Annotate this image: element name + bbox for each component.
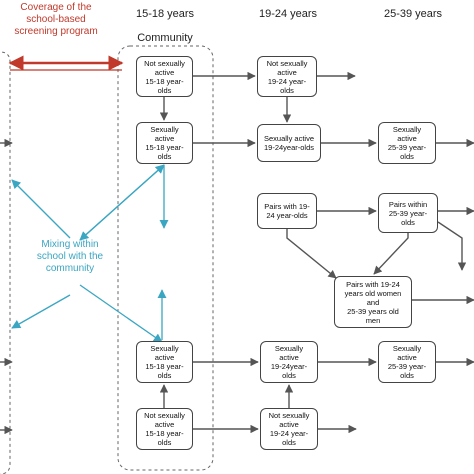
mixing-arrow-lower-left	[11, 294, 71, 329]
school-frame-dashed	[0, 51, 11, 474]
mixing-label-line2: school with the	[36, 251, 104, 262]
node-pairs-19-24: Pairs with 19-24 year-olds	[257, 193, 317, 229]
mixing-arrow-upper-left	[11, 179, 71, 239]
coverage-label-line3: screening program	[14, 26, 98, 37]
mixing-arrow-lower-right	[79, 284, 163, 343]
coverage-label-line1: Coverage of the	[20, 2, 92, 13]
mixing-label-line3: community	[45, 263, 95, 274]
arrow-p25-pmix	[373, 233, 409, 275]
community-label: Community	[137, 32, 193, 44]
coverage-label-line2: school-based	[26, 14, 86, 25]
mixing-arrow-upper-right-return	[79, 164, 165, 241]
arrow-p25-side	[437, 221, 467, 271]
coverage-label: Coverage of the school-based screening p…	[0, 2, 112, 38]
age-header-19-24: 19-24 years	[258, 8, 318, 20]
arrow-p19-pmix	[286, 229, 337, 279]
community-frame-dashed	[117, 45, 214, 471]
age-header-15-18: 15-18 years	[135, 8, 195, 20]
age-header-25-39: 25-39 years	[383, 8, 443, 20]
mixing-label-line1: Mixing within	[41, 239, 99, 250]
mixing-label: Mixing within school with the community	[15, 239, 125, 275]
